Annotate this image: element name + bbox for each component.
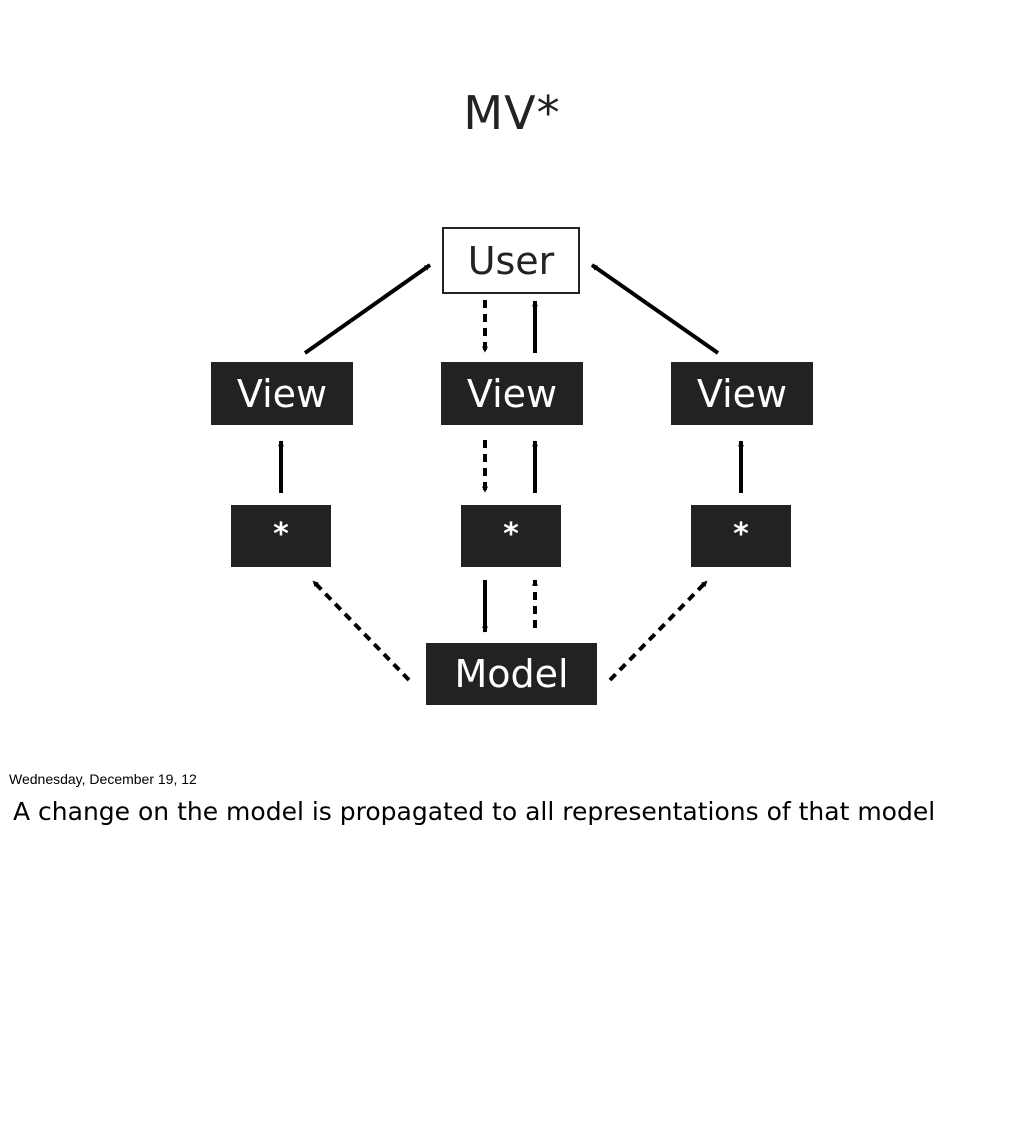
diagram-arrows xyxy=(278,263,744,682)
view-node-center: View xyxy=(441,362,583,425)
arrow-view-left-to-user xyxy=(303,263,432,355)
arrow-view-right-to-user xyxy=(590,263,720,355)
arrow-model-to-star-right xyxy=(608,579,709,682)
star-node-right: * xyxy=(691,505,791,567)
star-node-center: * xyxy=(461,505,561,567)
user-node: User xyxy=(442,227,580,294)
view-node-left: View xyxy=(211,362,353,425)
model-node: Model xyxy=(426,643,597,705)
slide-title: MV* xyxy=(463,86,561,140)
view-node-right: View xyxy=(671,362,813,425)
slide-notes: A change on the model is propagated to a… xyxy=(13,797,936,826)
slide-date: Wednesday, December 19, 12 xyxy=(9,771,197,787)
arrow-model-to-star-left xyxy=(311,579,411,682)
star-node-left: * xyxy=(231,505,331,567)
